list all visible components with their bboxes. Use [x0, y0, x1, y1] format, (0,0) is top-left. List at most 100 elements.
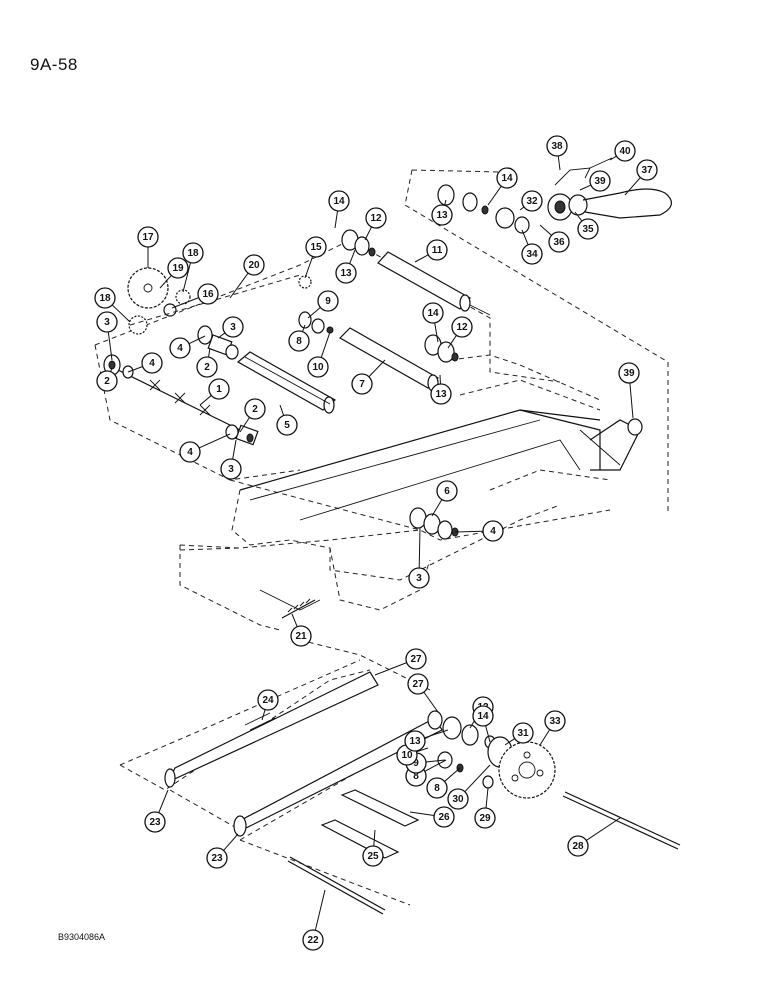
callout-number: 13 [409, 736, 421, 747]
callout-27: 27 [407, 673, 439, 713]
callout-number: 25 [367, 851, 379, 862]
callout-number: 18 [99, 293, 111, 304]
callout-leader [107, 331, 113, 361]
callout-circle [307, 356, 329, 378]
callout-circle [96, 311, 118, 333]
callout-number: 14 [333, 196, 345, 207]
callout-circle [546, 135, 568, 157]
callout-circle [512, 722, 534, 744]
callout-leader [374, 662, 407, 676]
callout-circle [365, 207, 387, 229]
callout-circle [567, 835, 589, 857]
callout-number: 23 [211, 853, 223, 864]
callout-15: 15 [304, 236, 327, 279]
idler-16 [163, 303, 177, 317]
callout-number: 14 [427, 308, 439, 319]
callout-leader [334, 210, 339, 229]
callout-9: 9 [307, 290, 339, 319]
callout-circle [302, 929, 324, 951]
sprocket-15 [298, 275, 312, 289]
callout-3: 3 [408, 527, 430, 589]
page-number: 9A-58 [30, 55, 78, 74]
callout-number: 4 [149, 358, 155, 369]
callout-circle [422, 302, 444, 324]
callout-3: 3 [217, 316, 244, 339]
roller-11 [377, 251, 491, 316]
callout-leader [409, 811, 435, 817]
callout-12: 12 [447, 316, 473, 349]
callout-number: 38 [551, 141, 563, 152]
callout-2: 2 [239, 398, 266, 433]
chain-20 [129, 274, 301, 326]
callout-leader [217, 332, 226, 339]
shaft-22 [287, 856, 386, 915]
callout-leader [423, 691, 439, 713]
callout-18: 18 [94, 287, 131, 323]
callout-circle [305, 236, 327, 258]
callout-number: 35 [582, 224, 594, 235]
callout-number: 23 [149, 817, 161, 828]
callout-leader [629, 382, 634, 419]
callout-number: 10 [401, 750, 413, 761]
callout-number: 22 [307, 935, 319, 946]
callout-4: 4 [127, 352, 163, 374]
callout-number: 4 [187, 447, 193, 458]
callout-circle [433, 806, 455, 828]
upper-right-drive [437, 157, 672, 436]
callout-14: 14 [328, 190, 350, 229]
callout-leader [171, 297, 199, 309]
callout-leader [373, 829, 376, 847]
callout-1: 1 [199, 378, 230, 406]
callout-leader [414, 254, 429, 263]
callout-leader [199, 395, 212, 406]
callout-number: 8 [434, 783, 440, 794]
callout-circle [405, 648, 427, 670]
callout-leader [198, 433, 231, 449]
callout-number: 19 [172, 263, 184, 274]
callout-number: 13 [340, 268, 352, 279]
callout-number: 39 [594, 176, 606, 187]
callout-number: 28 [572, 841, 584, 852]
callout-leader [447, 335, 457, 349]
shaft-28 [562, 791, 681, 850]
callout-10: 10 [307, 331, 331, 378]
callout-13: 13 [335, 249, 357, 284]
callout-leader [239, 417, 250, 433]
callout-leader [454, 530, 484, 533]
callout-28: 28 [567, 817, 621, 857]
callout-leader [485, 725, 491, 743]
callout-leader [158, 789, 169, 813]
callout-12: 12 [364, 207, 387, 241]
callout-31: 31 [504, 722, 534, 746]
callout-circle [496, 167, 518, 189]
callout-number: 27 [410, 654, 422, 665]
callout-number: 2 [104, 376, 110, 387]
callout-number: 15 [310, 242, 322, 253]
callout-3: 3 [220, 439, 242, 480]
callout-number: 4 [490, 526, 496, 537]
callout-number: 14 [477, 711, 489, 722]
callout-circle [521, 190, 543, 212]
callout-number: 31 [517, 728, 529, 739]
callout-number: 16 [202, 289, 214, 300]
callout-leader [279, 404, 285, 416]
callout-leader [159, 275, 172, 289]
callout-circle [244, 398, 266, 420]
callout-circle [276, 414, 298, 436]
callout-30: 30 [447, 764, 491, 810]
bearing-group-mid-right [424, 334, 459, 363]
callout-circle [197, 283, 219, 305]
callout-number: 3 [228, 464, 234, 475]
callout-6: 6 [431, 480, 458, 517]
callout-circle [426, 239, 448, 261]
callout-leader [425, 759, 446, 763]
bearing-group-9-10 [298, 311, 334, 334]
callout-circle [362, 845, 384, 867]
callout-circle [351, 373, 373, 395]
callout-number: 29 [479, 813, 491, 824]
callout-circle [137, 226, 159, 248]
callout-number: 12 [456, 322, 468, 333]
callout-circle [317, 290, 339, 312]
callout-number: 13 [436, 210, 448, 221]
callout-number: 37 [641, 165, 653, 176]
